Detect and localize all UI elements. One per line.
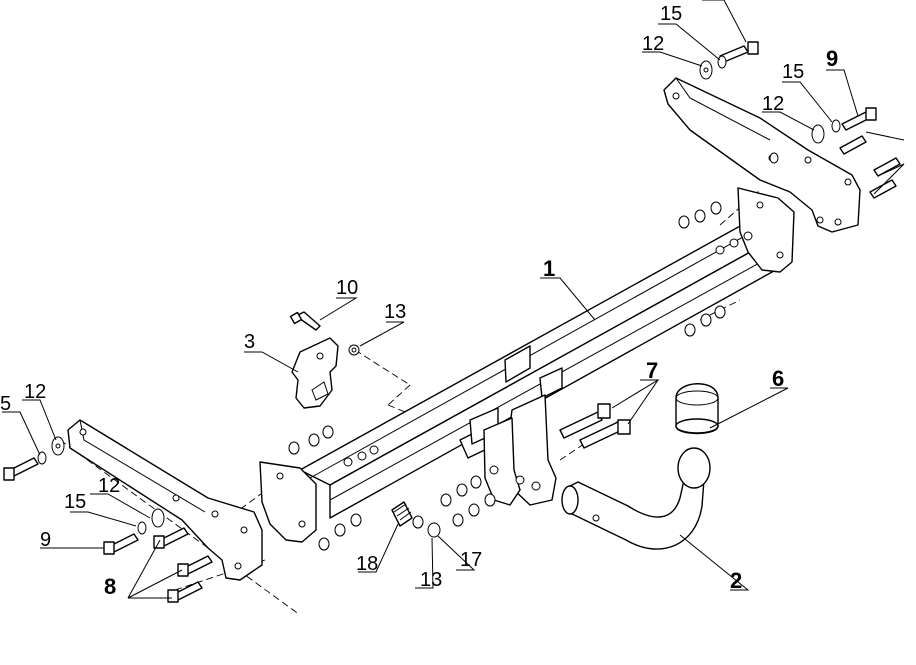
callout-6: 6 — [772, 366, 784, 391]
callout-13-upper: 13 — [384, 301, 406, 323]
callout-8: 8 — [104, 574, 116, 599]
callout-10: 10 — [336, 277, 358, 299]
left-side-bracket — [67, 419, 263, 581]
callout-1: 1 — [543, 256, 555, 281]
callout-12-left-top: 12 — [24, 381, 46, 403]
right-hardware — [678, 41, 901, 337]
bolt-10 — [289, 311, 321, 331]
callout-13-lower: 13 — [420, 569, 442, 591]
tow-ball-neck — [561, 447, 711, 550]
leader-lines — [2, 0, 905, 599]
callout-2: 2 — [730, 568, 742, 593]
callout-15-right-top: 15 — [660, 3, 682, 25]
callout-5: 5 — [0, 393, 11, 415]
socket-plate — [291, 337, 339, 409]
callout-15-left: 15 — [64, 491, 86, 513]
callout-9-right: 9 — [826, 46, 838, 71]
callout-3: 3 — [244, 331, 255, 353]
ball-cap — [675, 383, 719, 435]
left-hardware — [3, 425, 362, 603]
callout-7: 7 — [646, 358, 658, 383]
center-fasteners — [391, 475, 496, 538]
callout-12-left-mid: 12 — [98, 475, 120, 497]
callout-12-right-top: 12 — [642, 33, 664, 55]
callout-17: 17 — [460, 549, 482, 571]
callout-12-right-mid: 12 — [762, 93, 784, 115]
callout-15-right-mid: 15 — [782, 61, 804, 83]
main-crossbeam — [259, 187, 795, 543]
bolts-7 — [559, 403, 631, 449]
callout-9-left: 9 — [40, 529, 51, 551]
right-side-bracket — [663, 77, 861, 233]
callout-18: 18 — [356, 553, 378, 575]
callout-labels: 1 2 3 5 6 7 8 9 9 10 12 12 12 12 13 13 1… — [0, 3, 838, 599]
